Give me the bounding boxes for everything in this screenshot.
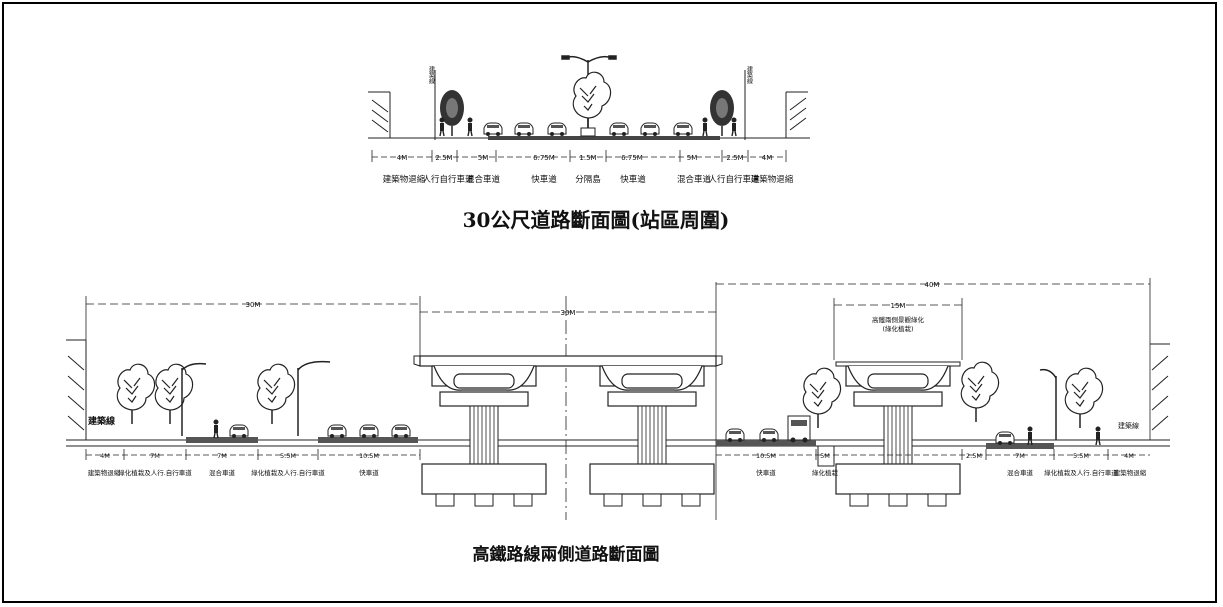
right-label-5: 建築物退縮 [1114,468,1147,477]
right-dim-3: 2.5M [966,452,982,460]
top-building-line-right-label: 建築線 [746,65,753,84]
bottom-right-wall [1150,343,1170,431]
top-dim-7: 5M [687,154,698,162]
right-dim-5: 5.5M [1073,452,1089,460]
left-fast-lane-surface [318,437,418,443]
right-label-4: 綠化植栽及人行.自行車道 [1044,468,1118,477]
top-dim-8: 2.5M [726,154,743,162]
right-fast-lane-surface [716,440,816,446]
pedestrian-icon [701,116,709,137]
median-tree-icon [572,71,612,133]
top-label-6: 快車道 [620,174,646,185]
top-section-title: 30公尺道路斷面圖(站區周圍) [463,208,730,232]
bottom-building-line-left: 建築線 [88,415,115,427]
top-dim-2: 2.5M [435,154,452,162]
top-dim-3: 5M [478,154,489,162]
tree-icon [256,363,296,425]
top-dim-4: 6.75M [533,154,555,162]
car-icon [673,122,693,137]
top-dim-1: 4M [397,154,408,162]
car-icon [995,431,1015,446]
overall-dim-left: 30M [246,301,261,309]
top-cross-section: 建築線 建築線 4M [368,55,810,232]
pedestrian-icon [466,116,474,137]
top-dim-9: 4M [762,154,773,162]
car-icon [327,424,347,439]
car-icon [547,122,567,137]
right-dim-6: 4M [1124,452,1134,460]
right-pier [835,361,961,507]
median-island [580,127,596,137]
top-label-2: 人行自行車道 [422,174,474,185]
tree-icon [709,89,735,137]
pedestrian-icon [1094,425,1102,446]
car-icon [725,428,745,443]
left-dim-4: 5.5M [280,452,296,460]
left-label-4: 綠化植栽及人行.自行車道 [251,468,325,477]
left-label-3: 混合車道 [209,468,236,477]
bottom-cross-section: 30M 30M 40M 15M 高鐵兩側景觀綠化 (綠化植栽) 建築線 建築線 [66,278,1170,565]
top-left-wall [368,91,391,138]
right-dim-1: 10.5M [756,452,776,460]
left-label-5: 快車道 [359,468,379,477]
pedestrian-icon [730,116,738,137]
right-dim-2: 5M [820,452,830,460]
top-label-1: 建築物退縮 [383,174,426,185]
top-label-8: 人行自行車道 [708,174,760,185]
left-dim-1: 4M [100,452,110,460]
pedestrian-icon [438,116,446,137]
tree-icon [960,361,1000,423]
left-dim-5: 10.5M [359,452,379,460]
top-road-surface [488,136,720,140]
top-dim-5: 1.5M [579,154,596,162]
bottom-left-wall [66,339,87,440]
right-label-2: 綠化植栽 [812,468,839,477]
car-icon [229,424,249,439]
top-label-7: 混合車道 [677,174,712,185]
top-label-4: 快車道 [531,174,557,185]
bus-icon [787,415,811,443]
car-icon [514,122,534,137]
left-dim-3: 7M [217,452,227,460]
car-icon [391,424,411,439]
bottom-section-title: 高鐵路線兩側道路斷面圖 [473,544,660,565]
pedestrian-icon [1026,425,1034,446]
green-label-1: 高鐵兩側景觀綠化 [872,315,925,324]
overall-dim-right: 40M [925,281,940,289]
top-label-3: 混合車道 [466,174,501,185]
bottom-building-line-right: 建築線 [1118,421,1139,430]
right-mixed-lane-surface [986,443,1054,449]
pedestrian-icon [212,418,220,439]
green-label-2: (綠化植栽) [882,324,913,333]
top-label-5: 分隔島 [575,174,601,185]
overall-dim-mid: 30M [561,309,576,317]
left-label-2: 綠化植栽及人行.自行車道 [118,468,192,477]
right-label-3: 混合車道 [1007,468,1034,477]
hsr-viaduct [413,355,723,507]
right-label-1: 快車道 [756,468,776,477]
green-width-dim: 15M [891,302,906,310]
street-lamp-icon [181,360,1057,440]
tree-icon [154,363,194,425]
left-dim-2: 7M [150,452,160,460]
top-dim-6: 6.75M [621,154,643,162]
car-icon [609,122,629,137]
car-icon [640,122,660,137]
car-icon [359,424,379,439]
left-mixed-lane-surface [186,437,258,443]
top-label-9: 建築物退縮 [751,174,794,185]
right-dim-4: 7M [1015,452,1025,460]
top-building-line-left-label: 建築線 [428,65,435,84]
car-icon [483,122,503,137]
top-right-wall [785,91,808,138]
left-label-1: 建築物退縮 [88,468,121,477]
car-icon [759,428,779,443]
tree-icon [1064,367,1104,429]
tree-icon [116,363,156,425]
